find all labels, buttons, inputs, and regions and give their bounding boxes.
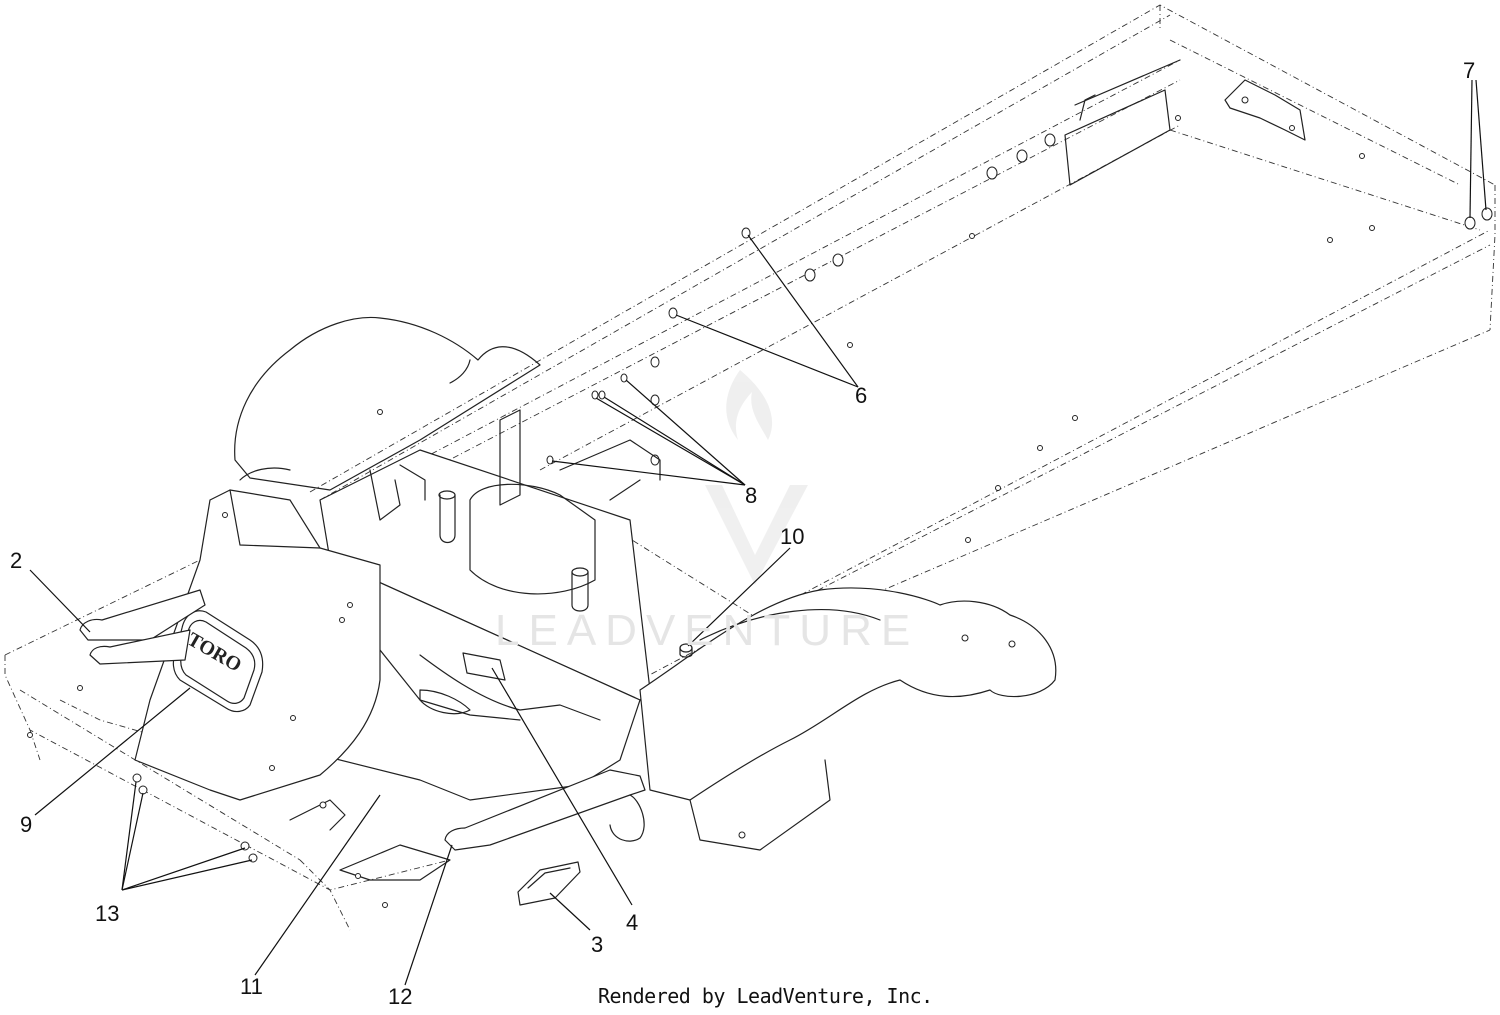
front-crossmember bbox=[289, 799, 451, 908]
callout-11: 11 bbox=[240, 974, 263, 999]
fasteners bbox=[132, 207, 1493, 863]
callout-3: 3 bbox=[591, 932, 604, 957]
callout-12: 12 bbox=[388, 984, 413, 1009]
frame-holes bbox=[27, 115, 1375, 738]
callout-13: 13 bbox=[95, 901, 120, 926]
callout-10: 10 bbox=[780, 524, 805, 549]
toro-logo-plate: TORO bbox=[172, 610, 264, 713]
right-fender bbox=[639, 587, 1057, 851]
control-console: TORO bbox=[134, 489, 641, 801]
decal-3 bbox=[517, 861, 581, 906]
callout-9: 9 bbox=[20, 812, 33, 837]
leader-lines bbox=[29, 79, 1487, 986]
footer-credit: Rendered by LeadVenture, Inc. bbox=[598, 984, 933, 1008]
watermark-logo bbox=[705, 370, 808, 585]
bushing-10 bbox=[679, 643, 693, 658]
foot-pad-left bbox=[79, 589, 206, 665]
rear-fender bbox=[234, 316, 541, 491]
callout-6: 6 bbox=[855, 383, 868, 408]
step-plate-right bbox=[444, 769, 646, 851]
callout-7: 7 bbox=[1463, 58, 1476, 83]
callout-4: 4 bbox=[626, 910, 639, 935]
callout-2: 2 bbox=[10, 548, 23, 573]
rear-bracket bbox=[1064, 59, 1306, 186]
callout-8: 8 bbox=[745, 483, 758, 508]
watermark-text: LEADVENTURE bbox=[495, 606, 920, 655]
